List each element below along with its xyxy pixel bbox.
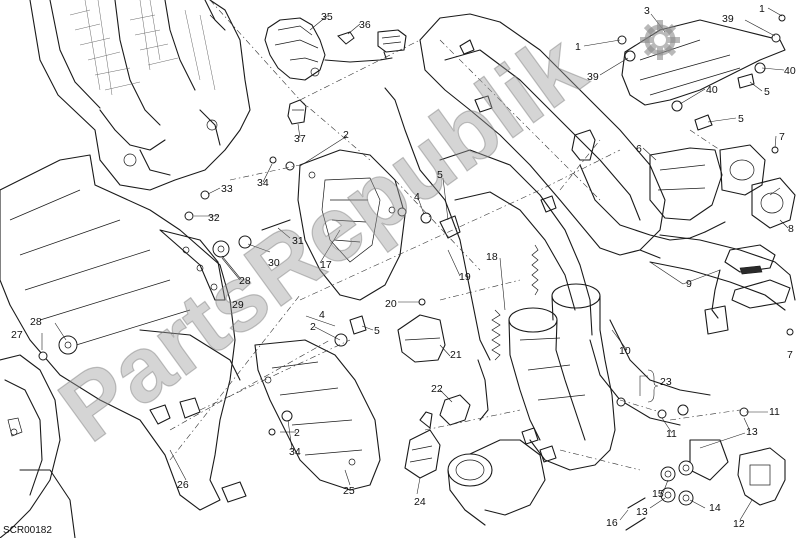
- callout-c4a: 4: [414, 191, 420, 203]
- callout-c28a: 28: [30, 316, 42, 328]
- callout-c6: 6: [636, 143, 642, 155]
- callout-c14: 14: [709, 502, 721, 514]
- callout-c15: 15: [652, 488, 664, 500]
- callout-c13b: 13: [636, 506, 648, 518]
- callout-c16: 16: [606, 517, 618, 529]
- callout-c39b: 39: [587, 71, 599, 83]
- callout-c31: 31: [292, 235, 304, 247]
- lambda-sensor-wiring: [571, 129, 729, 335]
- callout-c10: 10: [619, 345, 631, 357]
- callout-c3: 3: [644, 5, 650, 17]
- valve-cable: [384, 87, 491, 421]
- callout-c5d: 5: [764, 86, 770, 98]
- small-hardware: [38, 14, 794, 463]
- callout-c8: 8: [788, 223, 794, 235]
- callout-c36: 36: [359, 19, 371, 31]
- callout-c20: 20: [385, 298, 397, 310]
- callout-c7a: 7: [779, 131, 785, 143]
- callout-c5c: 5: [738, 113, 744, 125]
- callout-c37: 37: [294, 133, 306, 145]
- heat-shield-small: [397, 314, 446, 363]
- callout-c5a: 5: [437, 169, 443, 181]
- exhaust-valve-actuator: [264, 17, 407, 125]
- callout-c12: 12: [733, 518, 745, 530]
- silencer-muffler: [0, 154, 247, 511]
- callout-c5b: 5: [374, 325, 380, 337]
- reference-code: SCR00182: [3, 525, 52, 536]
- callout-c2b: 2: [310, 321, 316, 333]
- leader-lines: [41, 7, 789, 521]
- callout-c9: 9: [686, 278, 692, 290]
- callout-c40a: 40: [784, 65, 796, 77]
- callout-c34a: 34: [257, 177, 269, 189]
- clamps-and-brackets: [439, 394, 786, 506]
- callout-c19: 19: [459, 271, 471, 283]
- callout-c1b: 1: [575, 41, 581, 53]
- fasteners-group: [616, 397, 749, 531]
- lower-elbow-pipe: [404, 411, 546, 526]
- frame-drawing: [29, 0, 251, 191]
- callout-c40b: 40: [706, 84, 718, 96]
- callout-c28b: 28: [239, 275, 251, 287]
- callout-c22: 22: [431, 383, 443, 395]
- callout-c2c: 2: [294, 427, 300, 439]
- watermark-text: PartsRepublik: [42, 15, 603, 462]
- assembly-lines: [169, 0, 741, 471]
- callout-c34b: 34: [289, 446, 301, 458]
- callout-c24: 24: [414, 496, 426, 508]
- springs: [491, 244, 539, 361]
- callout-c39a: 39: [722, 13, 734, 25]
- callout-c13a: 13: [746, 426, 758, 438]
- gear-icon: [640, 20, 680, 60]
- callout-c27: 27: [11, 329, 23, 341]
- callout-c2a: 2: [343, 129, 349, 141]
- callout-c25: 25: [343, 485, 355, 497]
- rear-subframe: [0, 354, 76, 538]
- callout-c21: 21: [450, 349, 462, 361]
- callout-c7b: 7: [787, 349, 793, 361]
- callout-c26: 26: [177, 479, 189, 491]
- callout-c32: 32: [208, 212, 220, 224]
- callout-c17: 17: [320, 259, 332, 271]
- heat-shield-upper: [297, 149, 406, 301]
- callout-c1a: 1: [759, 3, 765, 15]
- exhaust-header-pipes: [419, 13, 796, 426]
- callout-c23: 23: [660, 376, 672, 388]
- callout-c35: 35: [321, 11, 333, 23]
- callout-c4b: 4: [319, 309, 325, 321]
- header-flange-assembly: [649, 144, 796, 309]
- callout-c29: 29: [232, 299, 244, 311]
- brace-23: [647, 369, 659, 403]
- heat-shield-lower: [254, 339, 381, 491]
- callout-c11b: 11: [666, 428, 677, 440]
- callout-c33: 33: [221, 183, 233, 195]
- callout-c30: 30: [268, 257, 280, 269]
- callout-c18: 18: [486, 251, 498, 263]
- callout-c11a: 11: [769, 406, 780, 418]
- callout-numbers: 1 1 2 2 2 3 4 4 5 5 5 5 6 7 7 8 9 10 11 …: [11, 3, 796, 530]
